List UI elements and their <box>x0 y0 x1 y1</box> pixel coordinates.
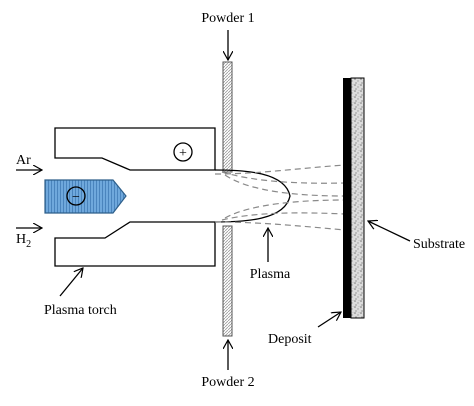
deposit-label: Deposit <box>268 332 312 347</box>
powder-2-label: Powder 2 <box>201 375 254 390</box>
trajectory-line <box>224 199 346 219</box>
substrate-label: Substrate <box>413 237 465 252</box>
cathode-sign: − <box>72 190 80 205</box>
spray-trajectories <box>214 164 346 231</box>
plasma-label: Plasma <box>250 267 291 282</box>
ar-label: Ar <box>16 153 31 168</box>
substrate-arrow <box>368 221 411 242</box>
deposit-arrow <box>317 312 341 328</box>
powder-2-injector <box>222 225 233 337</box>
h2-label: H2 <box>16 232 31 250</box>
trajectory-line <box>221 212 346 221</box>
torch-upper-electrode <box>54 127 216 171</box>
deposit-layer <box>343 78 351 318</box>
substrate-plate <box>350 77 365 319</box>
torch-lower-electrode <box>54 221 216 267</box>
trajectory-line <box>221 171 346 184</box>
plasma-torch-arrow <box>59 268 83 297</box>
trajectory-line <box>214 164 346 175</box>
anode-sign: + <box>179 146 187 161</box>
trajectory-line <box>224 174 346 197</box>
trajectory-line <box>214 221 346 231</box>
powder-1-label: Powder 1 <box>201 11 254 26</box>
plasma-plume <box>214 169 291 223</box>
plasma-torch-label: Plasma torch <box>44 303 117 318</box>
anode-symbol <box>173 142 193 162</box>
powder-1-injector <box>222 61 233 173</box>
cathode-symbol <box>66 186 86 206</box>
